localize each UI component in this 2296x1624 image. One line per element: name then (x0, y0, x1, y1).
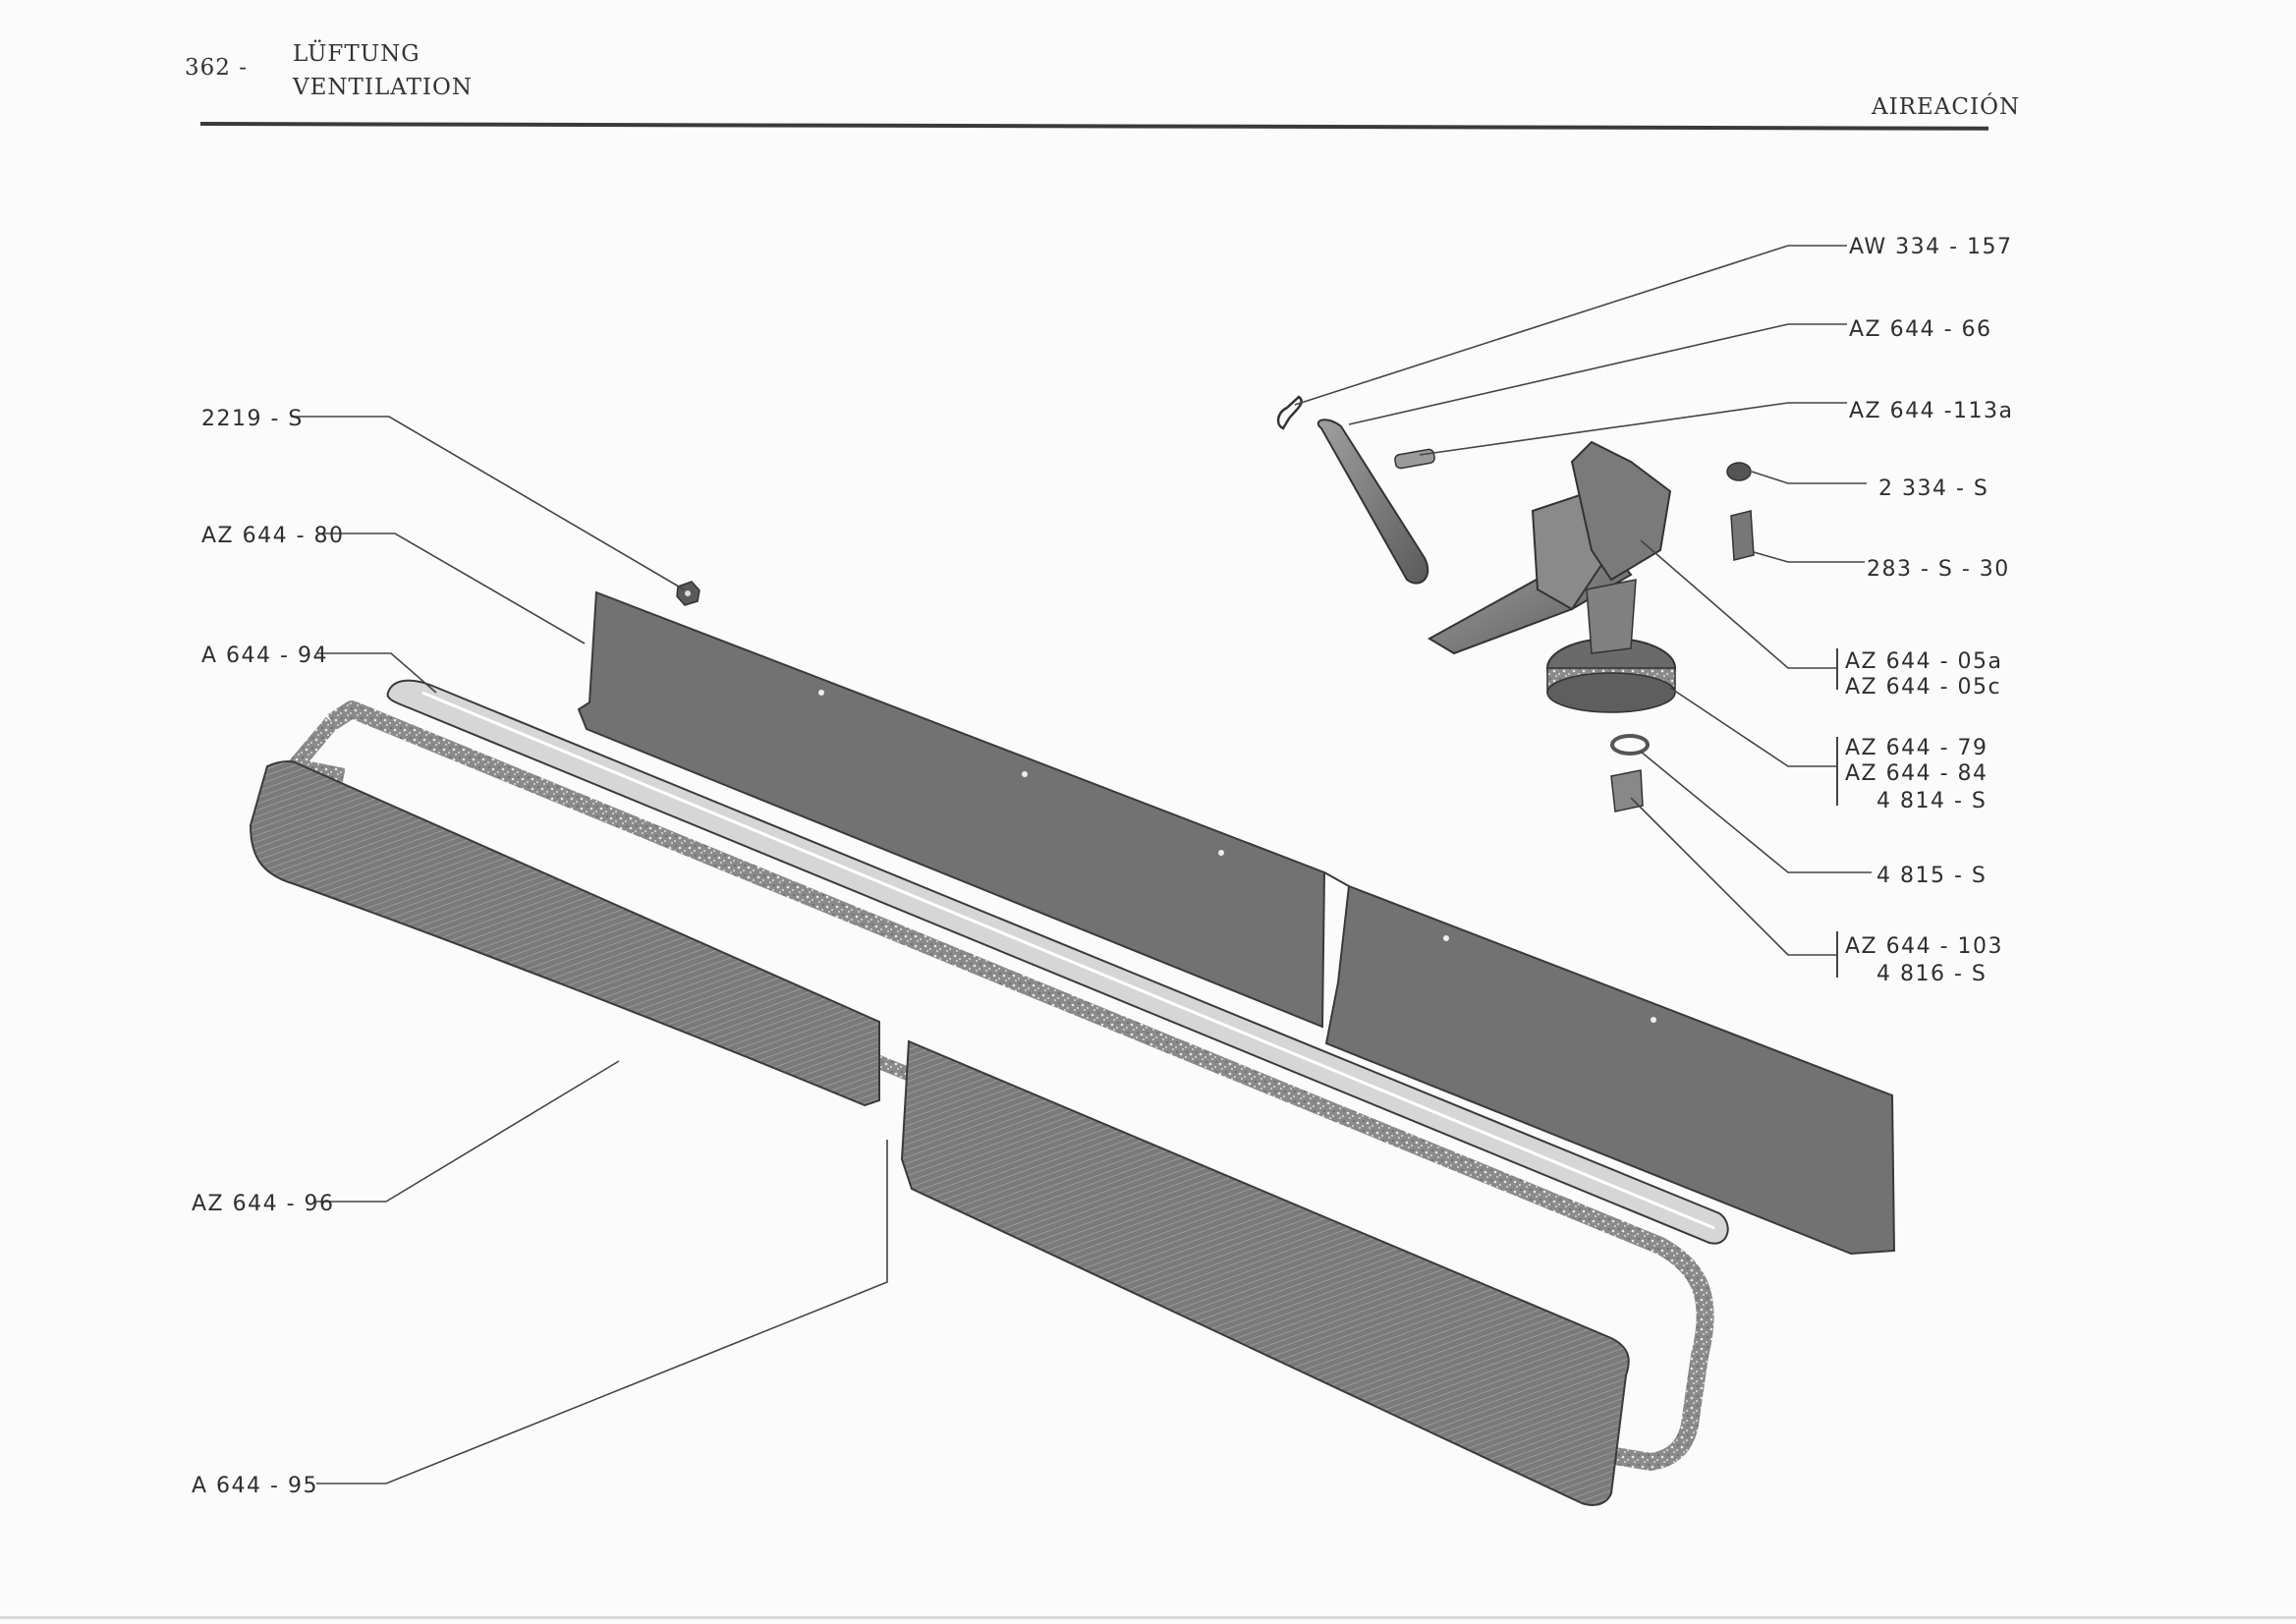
page-bottom-edge (0, 1616, 2296, 1619)
callout-a-644-95: A 644 - 95 (192, 1474, 318, 1498)
callout-aw-334-157: AW 334 - 157 (1849, 235, 2013, 259)
page-number: 362 - (185, 55, 248, 81)
nut-2219-s (676, 581, 700, 606)
callout-az-644-113a: AZ 644 -113a (1849, 399, 2014, 423)
section-title-english: VENTILATION (293, 75, 473, 100)
leader-lines (291, 245, 1872, 1484)
callout-4815-s: 4 815 - S (1876, 864, 1987, 888)
callout-4816-s: 4 816 - S (1876, 962, 1987, 986)
callout-az-644-05a: AZ 644 - 05a (1845, 649, 2003, 674)
callout-az-644-103: AZ 644 - 103 (1845, 934, 2003, 959)
callout-az-644-66: AZ 644 - 66 (1849, 317, 1992, 342)
upper-cover-panel (577, 590, 1896, 1256)
section-title-german: LÜFTUNG (293, 41, 420, 67)
callout-a-644-94: A 644 - 94 (201, 644, 328, 668)
callout-az-644-96: AZ 644 - 96 (192, 1192, 335, 1216)
callout-labels: AW 334 - 157 AZ 644 - 66 AZ 644 -113a 2 … (192, 235, 2014, 1498)
callout-2334-s: 2 334 - S (1878, 476, 1988, 501)
lower-ribbed-panels (249, 760, 1630, 1506)
guide-rail (386, 679, 1729, 1245)
ventilation-mechanism (1276, 395, 1755, 812)
callout-az-644-84: AZ 644 - 84 (1845, 761, 1988, 786)
callout-2219-s: 2219 - S (201, 407, 304, 431)
section-title-spanish: AIREACIÓN (1872, 94, 2021, 120)
callout-az-644-05c: AZ 644 - 05c (1845, 675, 2001, 700)
callout-az-644-80: AZ 644 - 80 (201, 524, 345, 548)
callout-283-s-30: 283 - S - 30 (1867, 557, 2010, 582)
callout-az-644-79: AZ 644 - 79 (1845, 736, 1988, 760)
callout-4814-s: 4 814 - S (1876, 789, 1987, 813)
